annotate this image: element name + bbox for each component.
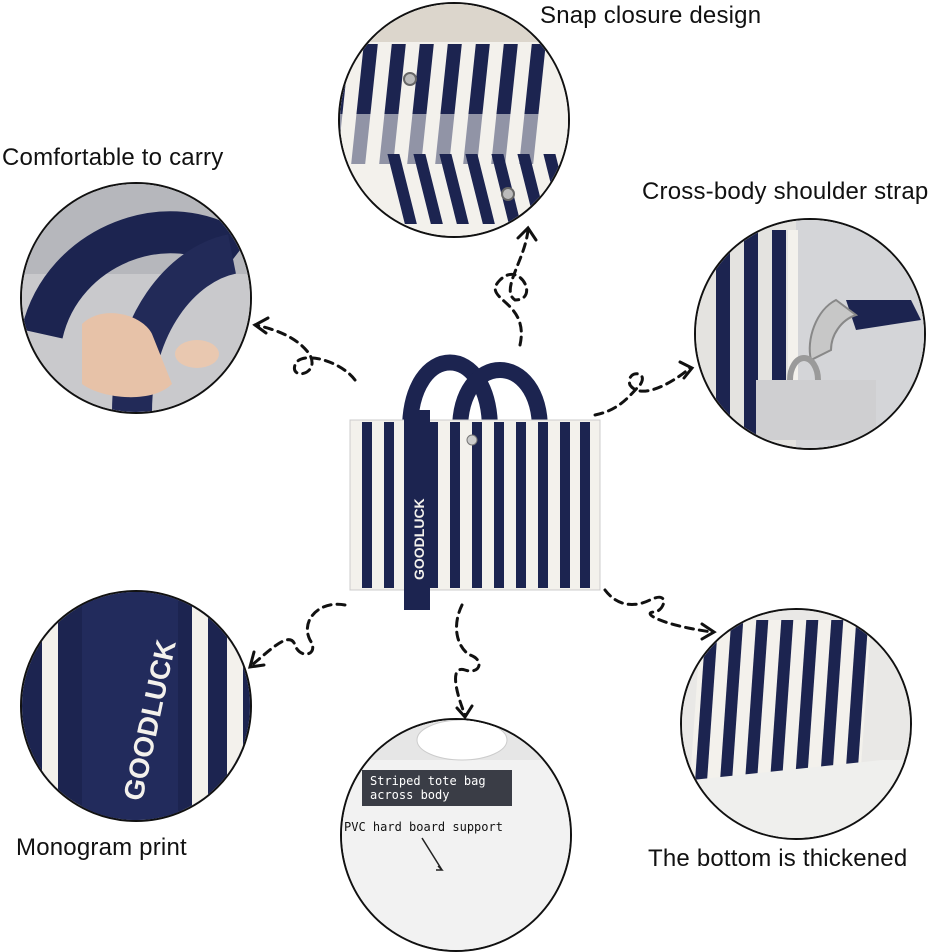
- caption-bottom: The bottom is thickened: [648, 845, 908, 872]
- board-overlay-line2: across body: [370, 788, 450, 802]
- tote-bag-product: GOODLUCK: [340, 330, 610, 630]
- tote-strap-text: GOODLUCK: [411, 498, 427, 580]
- arrow-to-bottom: [603, 588, 714, 634]
- snap-closure-photo: [338, 2, 570, 238]
- board-support-photo: Striped tote bag across body PVC hard bo…: [340, 718, 572, 952]
- arrow-to-monogram: [250, 602, 347, 667]
- caption-monogram: Monogram print: [16, 834, 187, 861]
- bottom-photo: [680, 608, 912, 840]
- caption-crossbody: Cross-body shoulder strap: [642, 178, 929, 205]
- handle-photo: [20, 182, 252, 414]
- caption-comfortable: Comfortable to carry: [2, 144, 224, 171]
- shoulder-strap-photo: [694, 218, 926, 450]
- board-overlay-note: PVC hard board support: [344, 820, 503, 834]
- board-overlay-line1: Striped tote bag: [370, 774, 486, 788]
- arrow-to-snap: [493, 228, 530, 347]
- caption-snap-closure: Snap closure design: [540, 2, 762, 29]
- monogram-photo: GOODLUCK: [20, 590, 252, 822]
